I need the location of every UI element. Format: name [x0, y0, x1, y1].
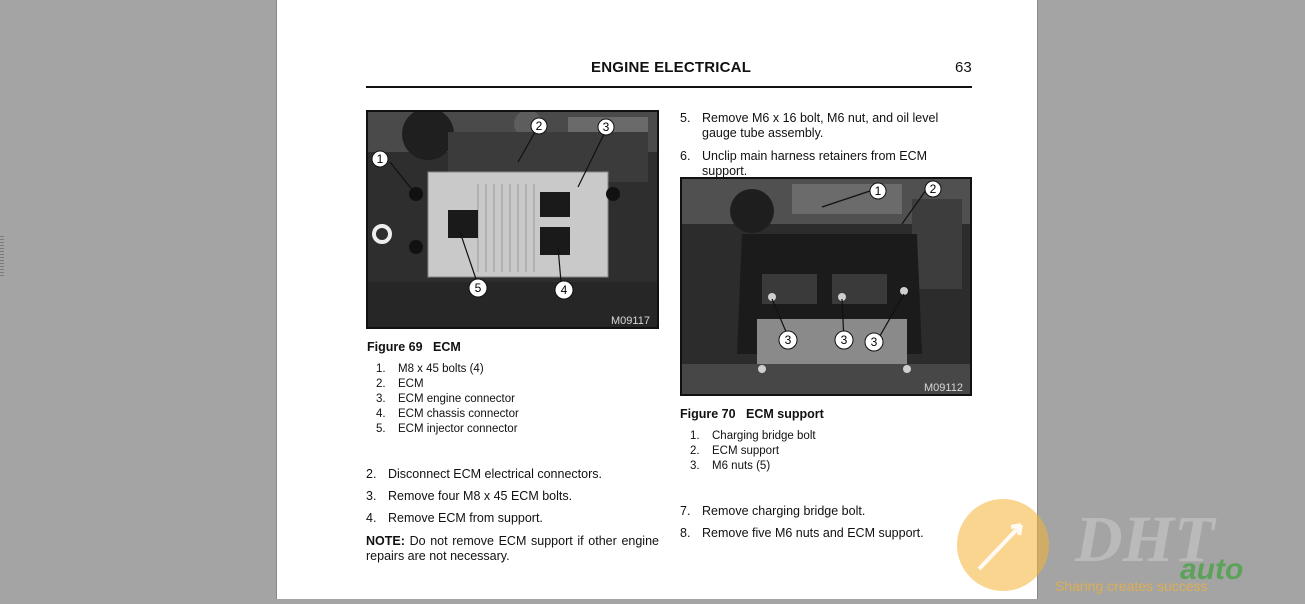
- legend-item: 2.ECM: [376, 378, 424, 390]
- figure-69-photo: 1 2 3 4 5 M09117: [366, 110, 659, 329]
- step-2: 2.Disconnect ECM electrical connectors.: [366, 467, 602, 481]
- legend-item: 5.ECM injector connector: [376, 423, 518, 435]
- watermark-graphic: DHT auto Sharing creates success: [957, 499, 1243, 594]
- step-3: 3.Remove four M8 x 45 ECM bolts.: [366, 489, 573, 503]
- figure-70-number: Figure 70: [680, 407, 736, 421]
- figure-70-legend: 1.Charging bridge bolt 2.ECM support 3.M…: [690, 429, 950, 474]
- fig69-callout-2: 2: [536, 119, 543, 133]
- step-7: 7.Remove charging bridge bolt.: [680, 504, 866, 518]
- watermark-dht: DHT: [1074, 503, 1217, 576]
- legend-item: 4.ECM chassis connector: [376, 408, 519, 420]
- fig69-callout-4: 4: [561, 283, 568, 297]
- figure-69-caption: Figure 69 ECM: [367, 340, 461, 354]
- fig70-callout-3c: 3: [871, 335, 878, 349]
- ecm-illustration: 1 2 3 4 5 M09117: [368, 112, 657, 327]
- watermark-tagline: Sharing creates success: [1055, 578, 1208, 594]
- page-number: 63: [955, 59, 972, 76]
- legend-item: 3.M6 nuts (5): [690, 460, 771, 472]
- legend-item: 2.ECM support: [690, 445, 780, 457]
- fig70-image-code: M09112: [924, 382, 963, 394]
- note-paragraph: NOTE: Do not remove ECM support if other…: [366, 534, 659, 564]
- fig69-callout-3: 3: [603, 120, 610, 134]
- figure-70-title: ECM support: [746, 407, 824, 421]
- fig70-callout-1: 1: [875, 184, 882, 198]
- figure-69-title: ECM: [433, 340, 461, 354]
- figure-69-number: Figure 69: [367, 340, 423, 354]
- fig70-callout-2: 2: [930, 182, 937, 196]
- fig69-callout-1: 1: [377, 152, 384, 166]
- step-8: 8.Remove five M6 nuts and ECM support.: [680, 526, 924, 540]
- header-rule: [366, 86, 972, 88]
- scroll-grip[interactable]: [0, 236, 4, 278]
- watermark-logo: DHT auto Sharing creates success: [955, 495, 1305, 599]
- fig69-callout-5: 5: [475, 281, 482, 295]
- step-5: 5.Remove M6 x 16 bolt, M6 nut, and oil l…: [680, 111, 939, 140]
- fig70-callout-3b: 3: [841, 333, 848, 347]
- fig70-callout-3a: 3: [785, 333, 792, 347]
- legend-item: 1.Charging bridge bolt: [690, 430, 816, 442]
- legend-item: 1.M8 x 45 bolts (4): [376, 363, 484, 375]
- manual-page: ENGINE ELECTRICAL 63: [276, 0, 1038, 599]
- step-6: 6.Unclip main harness retainers from ECM…: [680, 149, 928, 178]
- fig69-image-code: M09117: [611, 315, 650, 327]
- watermark-brand: auto: [1180, 553, 1243, 586]
- legend-item: 3.ECM engine connector: [376, 393, 515, 405]
- figure-70-photo: 1 2 3 3 3 M09112: [680, 177, 972, 396]
- figure-70-caption: Figure 70 ECM support: [680, 407, 824, 421]
- ecm-support-illustration: 1 2 3 3 3 M09112: [682, 179, 970, 394]
- figure-69-legend: 1.M8 x 45 bolts (4) 2.ECM 3.ECM engine c…: [376, 362, 636, 437]
- note-text: Do not remove ECM support if other engin…: [366, 534, 659, 563]
- page-title: ENGINE ELECTRICAL: [591, 59, 752, 76]
- step-4: 4.Remove ECM from support.: [366, 511, 543, 525]
- note-label: NOTE:: [366, 534, 405, 548]
